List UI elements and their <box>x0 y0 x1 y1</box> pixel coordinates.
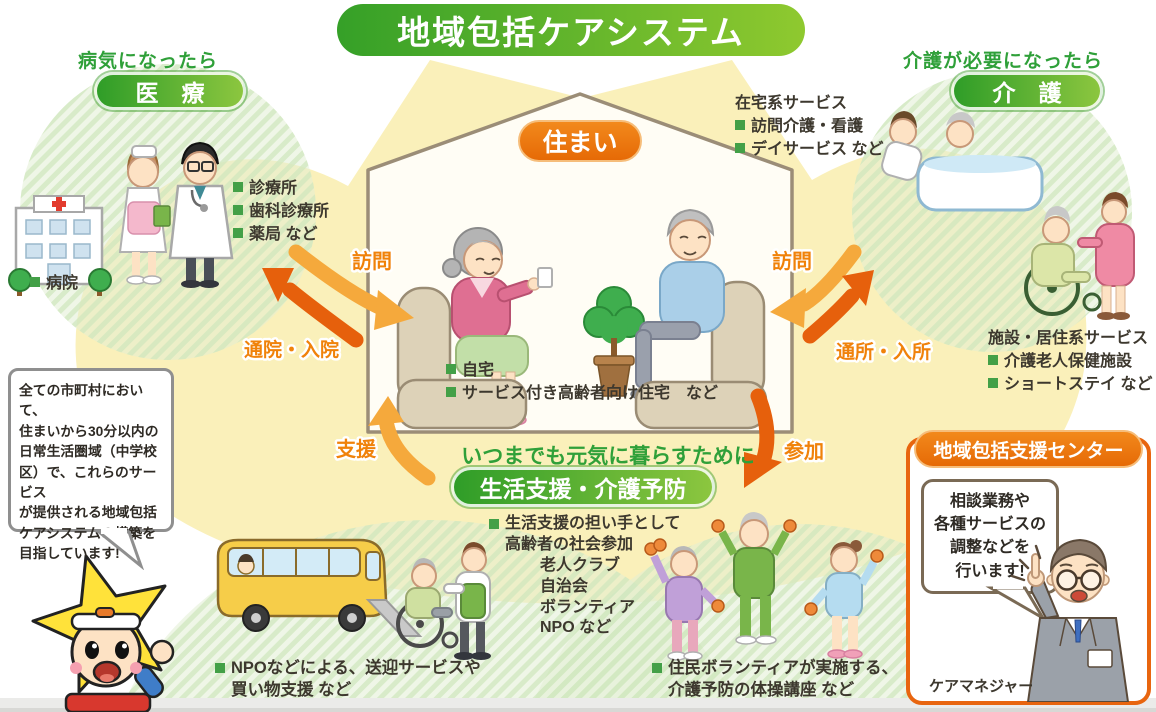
nursing-badge: 介 護 <box>951 72 1103 110</box>
arrow-nursing-commute <box>802 270 874 344</box>
page-title: 地域包括ケアシステム <box>337 4 805 56</box>
arrow-support <box>368 396 436 486</box>
bullet-icon <box>233 205 243 216</box>
list-item: デイサービス など <box>735 138 883 161</box>
bathing-assistance-illustration <box>881 111 1044 212</box>
list-item-label: 歯科診療所 <box>249 203 330 221</box>
shuttle-bus-illustration <box>216 538 423 637</box>
bullet-icon <box>735 143 745 154</box>
list-item: ショートステイ など <box>988 373 1152 396</box>
wheelchair-assistance-illustration <box>1024 192 1135 320</box>
arrow-label-medical-visit: 訪問 <box>352 249 392 273</box>
list-item: 介護老人保健施設 <box>988 350 1152 373</box>
doctor-illustration <box>168 141 234 288</box>
arrow-medical-commute <box>262 268 364 348</box>
list-item: NPO など <box>540 619 612 637</box>
bullet-icon <box>735 120 745 131</box>
list-item-label: 病院 <box>46 275 79 292</box>
care-manager-illustration <box>1010 538 1130 702</box>
list-item: 歯科診療所 <box>233 200 329 223</box>
list-item: ボランティア <box>540 598 636 616</box>
care-manager-role-label: ケアマネジャー <box>929 678 1034 695</box>
bullet-icon <box>489 519 499 529</box>
municipality-speech-bubble: 全ての市町村において、 住まいから30分以内の 日常生活圏域（中学校 区）で、こ… <box>8 368 174 561</box>
medical-trigger-label: 病気になったら <box>78 51 219 72</box>
mascot-illustration <box>31 554 175 712</box>
bottom-edge <box>0 698 1156 712</box>
bullet-icon <box>233 182 243 192</box>
bullet-icon <box>652 663 662 673</box>
list-item-label: ショートステイ など <box>1004 376 1153 394</box>
support-center-title: 地域包括支援センター <box>914 430 1143 468</box>
exercise-group-illustration <box>644 512 884 661</box>
municipality-bubble-tail <box>95 528 145 570</box>
housing-badge: 住まい <box>518 120 642 162</box>
list-item: サービス付き高齢者向け住宅 など <box>446 382 718 405</box>
arrow-nursing-visit <box>770 244 862 328</box>
clinic-list: 診療所 歯科診療所 薬局 など <box>233 177 329 247</box>
prevention-badge: 生活支援・介護予防 <box>451 467 715 507</box>
list-item: 自宅 <box>446 359 718 382</box>
home-services-list: 在宅系サービス 訪問介護・看護 デイサービス など <box>735 92 883 162</box>
arrow-medical-visit <box>288 244 414 330</box>
list-item-label: デイサービス など <box>751 141 884 159</box>
volunteer-note: 住民ボランティアが実施する、 介護予防の体操講座 など <box>652 658 898 702</box>
housing-list: 自宅 サービス付き高齢者向け住宅 など <box>446 359 718 405</box>
list-item-label: サービス付き高齢者向け住宅 など <box>462 385 719 403</box>
arrow-label-nursing-commute: 通所・入所 <box>836 341 931 363</box>
volunteer-note-label: 住民ボランティアが実施する、 介護予防の体操講座 など <box>668 659 899 699</box>
list-item-label: 自宅 <box>462 362 495 379</box>
list-item: 老人クラブ <box>540 557 621 574</box>
support-bubble-tail <box>985 584 1048 623</box>
home-services-title: 在宅系サービス <box>735 95 848 112</box>
participation-lead: 生活支援の担い手として 高齢者の社会参加 <box>489 514 681 556</box>
wheelchair-rider-helper-illustration <box>396 542 491 660</box>
bullet-icon <box>988 378 998 389</box>
list-item-label: 診療所 <box>249 180 298 197</box>
hospital-label: 病院 <box>30 272 78 295</box>
bullet-icon <box>446 387 456 398</box>
list-item: 薬局 など <box>233 223 329 246</box>
list-item-label: 介護老人保健施設 <box>1004 353 1133 371</box>
npo-note: NPOなどによる、送迎サービスや 買い物支援 など <box>215 658 481 702</box>
participation-lead-label: 生活支援の担い手として 高齢者の社会参加 <box>505 515 681 553</box>
arrow-join <box>744 388 782 488</box>
list-item: 診療所 <box>233 177 329 200</box>
bullet-icon <box>988 355 998 366</box>
bullet-icon <box>215 663 225 673</box>
bullet-icon <box>30 277 40 287</box>
nurse-illustration <box>118 145 171 285</box>
bullet-icon <box>446 364 456 374</box>
facility-services-title: 施設・居住系サービス <box>988 330 1149 347</box>
hospital-illustration <box>8 195 112 296</box>
prevention-tagline: いつまでも元気に暮らすために <box>461 445 755 468</box>
medical-badge: 医 療 <box>94 72 246 110</box>
elderly-couple-illustration <box>396 208 768 430</box>
arrow-label-medical-commute: 通院・入院 <box>244 338 339 361</box>
bullet-icon <box>233 228 243 239</box>
npo-note-label: NPOなどによる、送迎サービスや 買い物支援 など <box>231 659 481 699</box>
list-item: 訪問介護・看護 <box>735 115 883 138</box>
facility-services-list: 施設・居住系サービス 介護老人保健施設 ショートステイ など <box>988 327 1152 397</box>
list-item: 自治会 <box>540 577 589 595</box>
nursing-trigger-label: 介護が必要になったら <box>903 51 1104 72</box>
arrow-label-support: 支援 <box>336 437 377 461</box>
list-item-label: 薬局 など <box>249 226 318 244</box>
participation-items: 老人クラブ 自治会 ボランティア NPO など <box>540 556 635 639</box>
list-item-label: 訪問介護・看護 <box>751 118 864 136</box>
arrow-label-join: 参加 <box>784 439 824 463</box>
arrow-label-nursing-visit: 訪問 <box>772 249 812 273</box>
